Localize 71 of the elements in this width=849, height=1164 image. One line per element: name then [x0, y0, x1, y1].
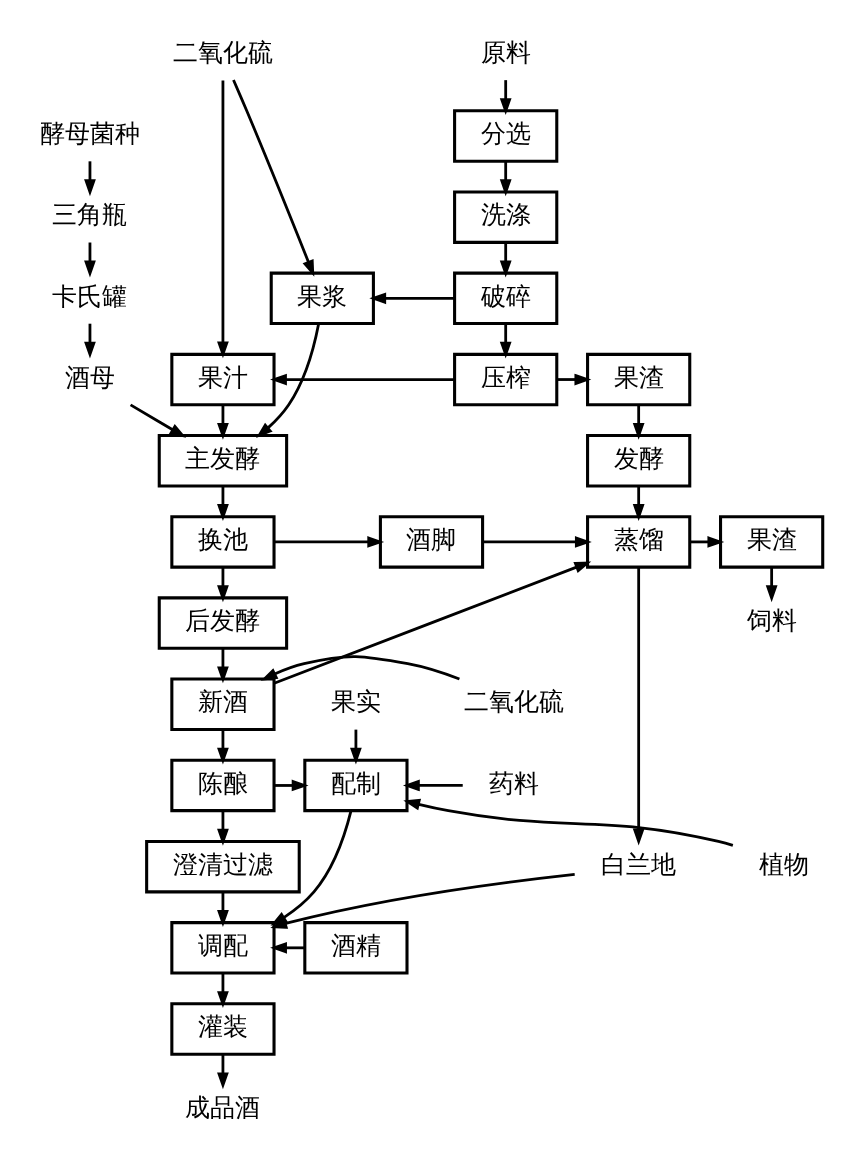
node-box: 酒脚: [378, 514, 485, 569]
arrow: [217, 891, 229, 927]
node-text: 饲料: [746, 605, 797, 635]
node-text: 二氧化硫: [464, 686, 565, 716]
node-text: 成品酒: [185, 1092, 261, 1122]
arrow: [350, 729, 362, 764]
arrow: [632, 567, 645, 845]
node-box: 后发酵: [157, 595, 289, 650]
arrow: [499, 79, 512, 115]
arrow: [129, 403, 187, 438]
arrow: [217, 485, 229, 521]
arrow: [499, 323, 512, 359]
node-text: 植物: [759, 849, 810, 879]
node-box: 破碎: [453, 271, 559, 325]
node-box: 洗涤: [453, 189, 559, 244]
node-text: 酒母: [64, 362, 115, 392]
node-box: 酒精: [303, 920, 409, 975]
arrow: [217, 647, 229, 683]
node-box: 果渣: [719, 514, 825, 569]
arrow: [270, 941, 305, 954]
node-text: 原料: [480, 37, 531, 67]
arrow: [690, 535, 725, 548]
arrow: [482, 535, 592, 548]
arrow: [369, 291, 455, 304]
arrow: [260, 654, 460, 681]
node-box: 发酵: [586, 433, 692, 487]
arrow: [217, 404, 229, 440]
node-box: 陈酿: [170, 758, 276, 812]
arrow: [217, 1053, 229, 1089]
arrow: [274, 779, 309, 791]
arrow: [256, 323, 320, 438]
node-text: 二氧化硫: [172, 37, 273, 67]
arrow: [217, 729, 229, 764]
arrow: [84, 160, 96, 196]
arrow: [84, 242, 96, 277]
arrow: [632, 404, 645, 440]
node-box: 果汁: [170, 352, 276, 406]
node-text: 卡氏罐: [52, 281, 128, 311]
node-box: 澄清过滤: [145, 839, 301, 893]
node-box: 果渣: [586, 352, 692, 406]
node-box: 主发酵: [157, 433, 289, 487]
node-box: 果浆: [269, 271, 375, 325]
arrow: [402, 779, 463, 791]
arrow: [632, 485, 645, 521]
node-text: 果实: [330, 686, 381, 716]
node-text: 三角瓶: [52, 199, 128, 229]
node-box: 换池: [170, 514, 276, 569]
arrow: [217, 972, 229, 1008]
node-box: 分选: [453, 108, 559, 163]
arrow: [217, 566, 229, 602]
arrow: [765, 566, 778, 602]
arrow: [84, 323, 96, 359]
arrow: [270, 373, 455, 385]
node-box: 配制: [303, 758, 409, 812]
arrow: [499, 242, 512, 277]
arrow: [499, 160, 512, 196]
arrow: [403, 798, 734, 847]
node-box: 调配: [170, 920, 276, 975]
node-box: 灌装: [170, 1001, 276, 1056]
node-box: 压榨: [453, 352, 559, 406]
arrow: [273, 561, 592, 684]
node-box: 新酒: [170, 677, 276, 731]
arrow: [217, 79, 229, 358]
arrow: [274, 535, 385, 548]
arrow: [557, 373, 592, 385]
arrow: [232, 79, 315, 277]
node-text: 白兰地: [601, 849, 677, 879]
arrow: [217, 810, 229, 846]
node-text: 酵母菌种: [39, 118, 140, 148]
node-box: 蒸馏: [586, 514, 692, 569]
node-text: 药料: [489, 768, 540, 798]
